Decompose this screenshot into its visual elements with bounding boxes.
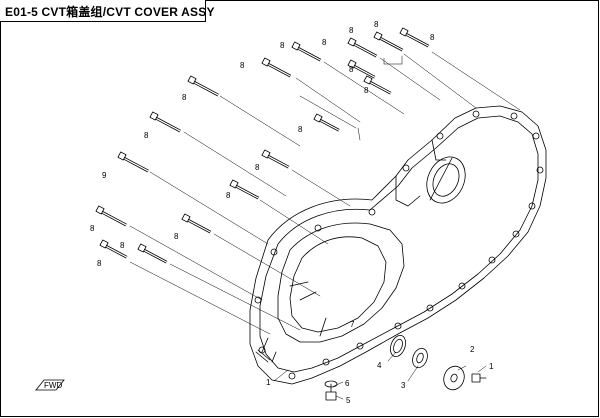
assembly-lines	[129, 51, 521, 335]
callout-2: 2	[470, 345, 475, 354]
bolt	[117, 151, 149, 173]
callout-8: 8	[174, 232, 179, 241]
callout-1: 1	[489, 362, 494, 371]
seal	[390, 334, 406, 358]
bolt-group	[95, 27, 430, 264]
callout-8: 8	[349, 65, 354, 74]
ring	[412, 347, 428, 369]
callout-3: 3	[401, 381, 406, 390]
bolt	[261, 149, 290, 169]
bolt	[181, 213, 212, 234]
callout-8: 8	[349, 26, 354, 35]
leader-lines	[273, 351, 487, 400]
bolt	[313, 113, 340, 132]
screw	[471, 373, 487, 383]
callout-8: 8	[226, 191, 231, 200]
drain-bolt	[324, 380, 338, 401]
bolt	[187, 75, 219, 97]
callout-8: 8	[322, 38, 327, 47]
pin	[255, 349, 271, 363]
bolt	[229, 179, 260, 200]
callout-8: 8	[255, 163, 260, 172]
callout-1: 1	[266, 378, 271, 387]
callout-9: 9	[102, 171, 107, 180]
washer	[443, 365, 465, 391]
bolt	[95, 205, 127, 227]
bolt	[363, 75, 392, 95]
bolt	[347, 37, 378, 58]
callout-labels: 8 8 8 8 8 8 8 8 8 8 8 8 9 8 8 8 8 8 1 7 …	[90, 20, 494, 405]
callout-8: 8	[374, 20, 379, 29]
callout-8: 8	[97, 259, 102, 268]
callout-8: 8	[182, 93, 187, 102]
callout-8: 8	[120, 241, 125, 250]
bolt	[373, 31, 404, 52]
bolt	[99, 239, 128, 259]
page-title: E01-5 CVT箱盖组/CVT COVER ASSY	[5, 5, 215, 19]
fwd-direction-badge: FWD	[35, 379, 65, 391]
bolt	[347, 59, 376, 79]
callout-8: 8	[280, 41, 285, 50]
title-box: E01-5 CVT箱盖组/CVT COVER ASSY	[0, 0, 214, 22]
bolt	[137, 243, 168, 264]
callout-7: 7	[350, 320, 355, 329]
bolt	[291, 41, 322, 62]
fwd-label: FWD	[44, 381, 62, 390]
bolt	[399, 27, 430, 48]
callout-8: 8	[144, 131, 149, 140]
bolt	[261, 57, 292, 78]
callout-8: 8	[298, 125, 303, 134]
callout-8: 8	[90, 224, 95, 233]
callout-8: 8	[430, 33, 435, 42]
cvt-cover	[249, 105, 547, 385]
callout-8: 8	[240, 61, 245, 70]
callout-8: 8	[364, 86, 369, 95]
callout-6: 6	[345, 379, 350, 388]
callout-4: 4	[377, 361, 382, 370]
callout-5: 5	[346, 396, 351, 405]
bolt	[149, 111, 181, 133]
